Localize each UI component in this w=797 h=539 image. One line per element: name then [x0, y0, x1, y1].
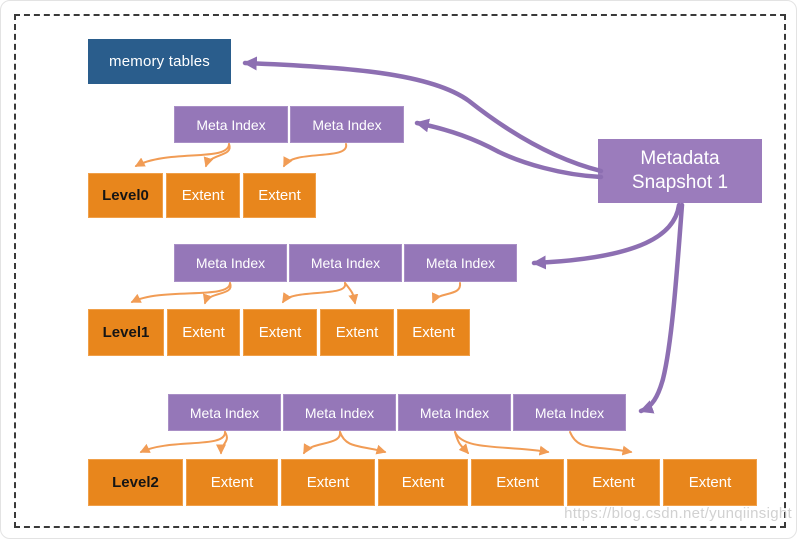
- extent-box: Extent: [397, 309, 470, 356]
- meta-index-box: Meta Index: [283, 394, 396, 431]
- meta-index-label: Meta Index: [312, 116, 382, 133]
- extent-box: Extent: [320, 309, 394, 356]
- metadata-snapshot-line1: Metadata: [640, 148, 720, 170]
- meta-index-box: Meta Index: [404, 244, 517, 282]
- meta-index-label: Meta Index: [534, 404, 605, 421]
- extent-label: Extent: [412, 324, 455, 341]
- level2-extent-row: Level2 Extent Extent Extent Extent Exten…: [88, 459, 757, 506]
- extent-box: Extent: [243, 309, 317, 356]
- memory-tables-label: memory tables: [109, 53, 210, 70]
- extent-box: Extent: [378, 459, 468, 506]
- extent-box: Extent: [281, 459, 375, 506]
- level1-meta-index-row: Meta Index Meta Index Meta Index: [174, 244, 517, 282]
- extent-label: Extent: [496, 474, 539, 491]
- level-name-box: Level0: [88, 173, 163, 218]
- meta-index-label: Meta Index: [425, 255, 496, 271]
- meta-index-box: Meta Index: [168, 394, 281, 431]
- extent-label: Extent: [335, 324, 379, 341]
- level-name-label: Level2: [112, 474, 159, 491]
- extent-label: Extent: [182, 324, 225, 341]
- watermark-url: https://blog.csdn.net/yunqiinsight: [564, 505, 792, 522]
- dashed-border: [14, 14, 786, 528]
- memory-tables-box: memory tables: [88, 39, 231, 84]
- meta-index-box: Meta Index: [174, 244, 287, 282]
- meta-index-box: Meta Index: [290, 106, 404, 143]
- meta-index-label: Meta Index: [304, 404, 375, 421]
- extent-box: Extent: [663, 459, 757, 506]
- meta-index-label: Meta Index: [310, 255, 381, 271]
- extent-box: Extent: [243, 173, 316, 218]
- meta-index-label: Meta Index: [195, 255, 266, 271]
- level2-meta-index-row: Meta Index Meta Index Meta Index Meta In…: [168, 394, 626, 431]
- meta-index-box: Meta Index: [289, 244, 402, 282]
- extent-label: Extent: [181, 187, 225, 204]
- meta-index-box: Meta Index: [174, 106, 288, 143]
- meta-index-label: Meta Index: [196, 116, 266, 133]
- extent-box: Extent: [167, 309, 240, 356]
- extent-label: Extent: [592, 474, 635, 491]
- level-name-label: Level1: [102, 324, 150, 341]
- level1-extent-row: Level1 Extent Extent Extent Extent: [88, 309, 470, 356]
- extent-label: Extent: [258, 187, 301, 204]
- extent-box: Extent: [567, 459, 660, 506]
- extent-label: Extent: [306, 474, 350, 491]
- extent-label: Extent: [210, 474, 254, 491]
- extent-box: Extent: [471, 459, 564, 506]
- meta-index-box: Meta Index: [513, 394, 626, 431]
- level-name-box: Level2: [88, 459, 183, 506]
- level0-extent-row: Level0 Extent Extent: [88, 173, 316, 218]
- meta-index-label: Meta Index: [189, 404, 260, 421]
- metadata-snapshot-box: Metadata Snapshot 1: [598, 139, 762, 203]
- level-name-label: Level0: [102, 187, 149, 204]
- level-name-box: Level1: [88, 309, 164, 356]
- extent-label: Extent: [401, 474, 445, 491]
- extent-label: Extent: [258, 324, 302, 341]
- extent-box: Extent: [186, 459, 278, 506]
- meta-index-box: Meta Index: [398, 394, 511, 431]
- metadata-snapshot-line2: Snapshot 1: [631, 172, 729, 193]
- extent-box: Extent: [166, 173, 240, 218]
- level0-meta-index-row: Meta Index Meta Index: [174, 106, 404, 143]
- extent-label: Extent: [688, 474, 732, 491]
- meta-index-label: Meta Index: [419, 404, 490, 421]
